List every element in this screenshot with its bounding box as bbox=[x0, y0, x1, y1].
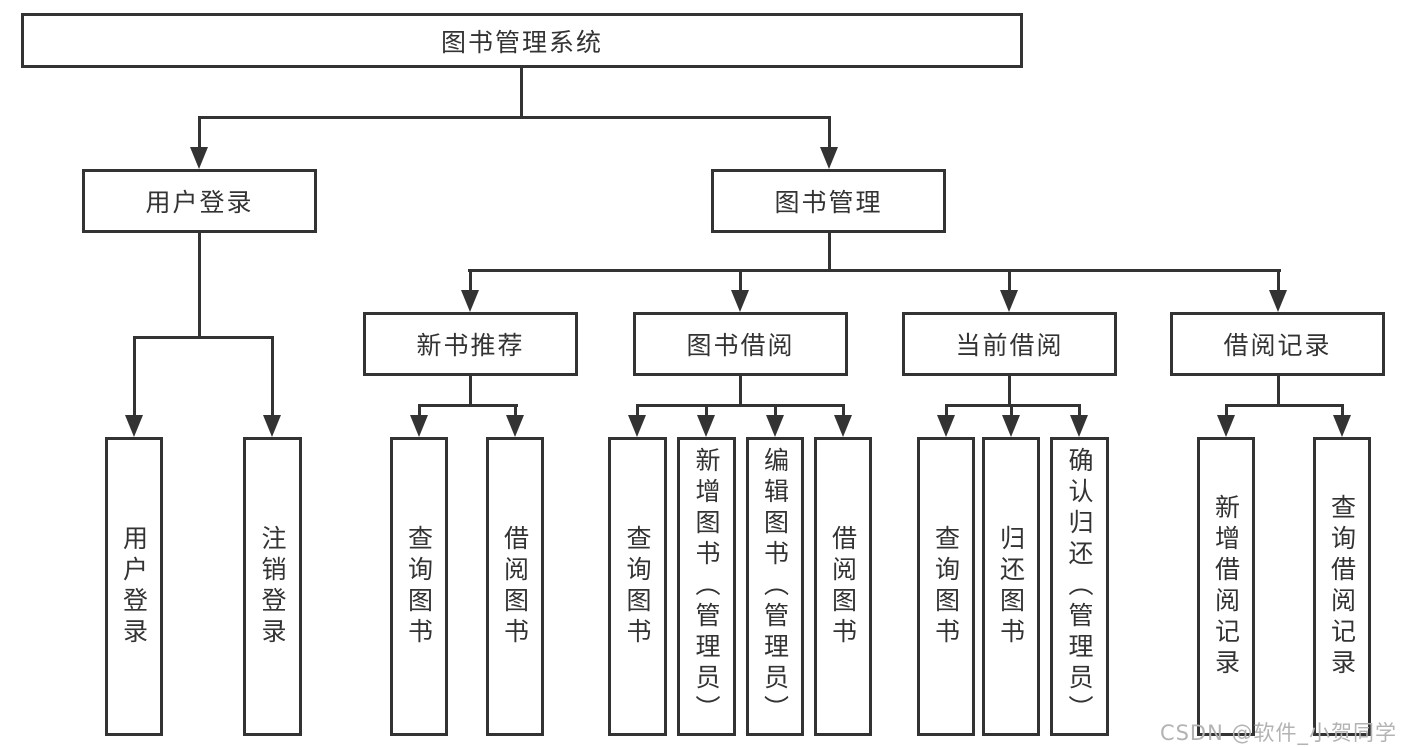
connector-level3-branch bbox=[468, 269, 1281, 272]
connector-level2-branch bbox=[198, 116, 831, 119]
connector-user-login-branch bbox=[133, 336, 274, 339]
leaf-return-book: 归还图书 bbox=[982, 437, 1040, 736]
leaf-query-book-current: 查询图书 bbox=[917, 437, 975, 736]
arrow-down-icon bbox=[1333, 415, 1351, 437]
connector-branch bbox=[418, 404, 518, 407]
arrow-down-icon bbox=[1269, 290, 1287, 312]
node-book-mgmt: 图书管理 bbox=[711, 169, 946, 233]
connector-leaf-drop bbox=[1078, 404, 1081, 418]
arrow-down-icon bbox=[410, 415, 428, 437]
arrow-down-icon bbox=[937, 415, 955, 437]
connector-leaf-drop bbox=[1010, 404, 1013, 418]
connector-branch bbox=[1225, 404, 1344, 407]
connector-branch bbox=[636, 404, 845, 407]
leaf-query-book-borrow: 查询图书 bbox=[608, 437, 667, 736]
connector-level3-drop bbox=[469, 269, 472, 292]
leaf-confirm-return-admin: 确认归还（管理员） bbox=[1050, 437, 1109, 736]
arrow-down-icon bbox=[697, 415, 715, 437]
connector-user-login-stem bbox=[198, 232, 201, 338]
node-user-login: 用户登录 bbox=[82, 169, 317, 233]
connector-leaf-drop bbox=[945, 404, 948, 418]
connector-user-login-drop bbox=[198, 116, 201, 150]
node-book-borrow: 图书借阅 bbox=[633, 312, 848, 376]
node-current-borrow: 当前借阅 bbox=[902, 312, 1117, 376]
arrow-down-icon bbox=[1217, 415, 1235, 437]
arrow-down-icon bbox=[834, 415, 852, 437]
connector-leaf-drop bbox=[636, 404, 639, 418]
csdn-watermark: CSDN @软件_小贺同学 bbox=[1159, 721, 1397, 745]
connector-leaf-drop bbox=[271, 336, 274, 418]
connector-leaf-drop bbox=[133, 336, 136, 418]
arrow-down-icon bbox=[1070, 415, 1088, 437]
arrow-down-icon bbox=[820, 147, 838, 169]
connector-stem bbox=[1008, 376, 1011, 406]
leaf-add-borrow-record: 新增借阅记录 bbox=[1197, 437, 1255, 736]
leaf-add-book-admin: 新增图书（管理员） bbox=[677, 437, 736, 736]
connector-root-stem bbox=[520, 68, 523, 118]
connector-leaf-drop bbox=[774, 404, 777, 418]
connector-branch bbox=[945, 404, 1081, 407]
node-borrow-records: 借阅记录 bbox=[1170, 312, 1385, 376]
leaf-user-login: 用户登录 bbox=[105, 437, 163, 736]
connector-stem bbox=[469, 376, 472, 406]
connector-book-mgmt-stem bbox=[828, 233, 831, 271]
connector-leaf-drop bbox=[842, 404, 845, 418]
arrow-down-icon bbox=[766, 415, 784, 437]
leaf-borrow-book-recommend: 借阅图书 bbox=[486, 437, 544, 736]
arrow-down-icon bbox=[263, 415, 281, 437]
arrow-down-icon bbox=[125, 415, 143, 437]
node-new-book-recommend: 新书推荐 bbox=[363, 312, 578, 376]
connector-leaf-drop bbox=[1225, 404, 1228, 418]
connector-level3-drop bbox=[1008, 269, 1011, 292]
leaf-logout: 注销登录 bbox=[243, 437, 302, 736]
connector-leaf-drop bbox=[705, 404, 708, 418]
arrow-down-icon bbox=[190, 147, 208, 169]
arrow-down-icon bbox=[506, 415, 524, 437]
leaf-query-borrow-record: 查询借阅记录 bbox=[1313, 437, 1371, 736]
leaf-query-book-recommend: 查询图书 bbox=[390, 437, 448, 736]
connector-stem bbox=[1277, 376, 1280, 406]
connector-leaf-drop bbox=[1341, 404, 1344, 418]
connector-book-mgmt-drop bbox=[828, 116, 831, 150]
connector-leaf-drop bbox=[514, 404, 517, 418]
arrow-down-icon bbox=[1002, 415, 1020, 437]
leaf-borrow-book: 借阅图书 bbox=[814, 437, 872, 736]
arrow-down-icon bbox=[731, 290, 749, 312]
arrow-down-icon bbox=[461, 290, 479, 312]
connector-level3-drop bbox=[1277, 269, 1280, 292]
arrow-down-icon bbox=[628, 415, 646, 437]
node-system-root: 图书管理系统 bbox=[21, 13, 1023, 68]
connector-level3-drop bbox=[739, 269, 742, 292]
arrow-down-icon bbox=[1000, 290, 1018, 312]
leaf-edit-book-admin: 编辑图书（管理员） bbox=[746, 437, 804, 736]
connector-leaf-drop bbox=[418, 404, 421, 418]
connector-stem bbox=[739, 376, 742, 406]
